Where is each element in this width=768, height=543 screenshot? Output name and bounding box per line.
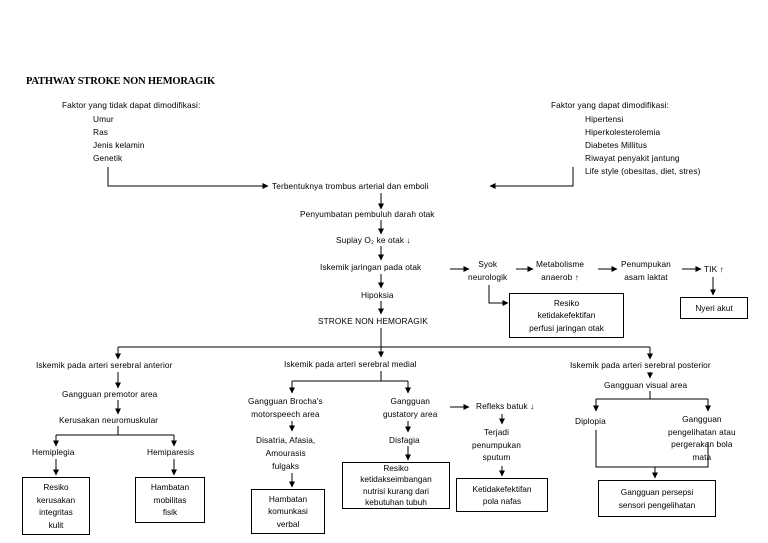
o2-supply-node: Suplay O₂ ke otak ↓ [336, 235, 411, 245]
diplopia-node: Diplopia [575, 416, 606, 426]
neuromuscular-node: Kerusakan neuromuskular [59, 415, 159, 425]
sensory-perception-box: Gangguan persepsi sensori pengelihatan [598, 480, 716, 517]
tik-node: TIK ↑ [704, 264, 724, 274]
dysphagia-node: Disfagia [389, 435, 420, 445]
gustatory-node: Gangguan gustatory area [383, 396, 438, 419]
premotor-node: Gangguan premotor area [62, 389, 158, 399]
brocha-node: Gangguan Brocha's motorspeech area [248, 396, 323, 419]
fixed-factors-heading: Faktor yang tidak dapat dimodifikasi: [62, 100, 201, 110]
disatria-node: Disatria, Afasia, Amourasis fulgaks [256, 435, 316, 471]
modifiable-factors-list: Hipertensi Hiperkolesterolemia Diabetes … [585, 113, 700, 178]
factor-item: Genetik [93, 153, 123, 163]
factor-item: Jenis kelamin [93, 140, 145, 150]
anterior-header: Iskemik pada arteri serebral anterior [36, 360, 173, 370]
visual-area-node: Gangguan visual area [604, 380, 688, 390]
thrombus-node: Terbentuknya trombus arterial dan emboli [272, 181, 429, 191]
stroke-node: STROKE NON HEMORAGIK [318, 316, 428, 326]
arrow-fixed-factors [107, 167, 269, 189]
lactate-node: Penumpukan asam laktat [621, 259, 671, 282]
arrow-to-perfusion [488, 285, 509, 306]
breathing-pattern-box: Ketidakefektifan pola nafas [456, 478, 548, 512]
hypoxia-node: Hipoksia [361, 290, 394, 300]
mobility-box: Hambatan mobilitas fisik [135, 477, 205, 523]
factor-item: Life style (obesitas, diet, stres) [585, 166, 701, 176]
page-title: PATHWAY STROKE NON HEMORAGIK [26, 76, 215, 87]
perfusion-box: Resiko ketidakefektifan perfusi jaringan… [509, 293, 624, 338]
factor-item: Hipertensi [585, 114, 624, 124]
factor-item: Riwayat penyakit jantung [585, 153, 680, 163]
hemiplegia-node: Hemiplegia [32, 447, 75, 457]
medial-header: Iskemik pada arteri serebral medial [284, 359, 417, 369]
occlusion-node: Penyumbatan pembuluh darah otak [300, 209, 435, 219]
nutrition-box: Resiko ketidakseimbangan nutrisi kurang … [342, 462, 450, 509]
line-posterior-split [596, 391, 708, 400]
line-posterior-join [595, 430, 709, 468]
skin-integrity-box: Resiko kerusakan integritas kulit [22, 477, 90, 535]
line-anterior-split [55, 426, 175, 446]
fixed-factors-list: Umur Ras Jenis kelamin Genetik [93, 113, 145, 165]
factor-item: Ras [93, 127, 109, 137]
line-medial-split [292, 371, 408, 382]
sputum-node: Terjadi penumpukan sputum [472, 427, 521, 462]
cough-node: Refleks batuk ↓ [476, 401, 535, 411]
ischemia-node: Iskemik jaringan pada otak [320, 262, 422, 272]
arrow-modifiable-factors [489, 167, 574, 189]
vision-disorder-node: Gangguan pengelihatan atau pergerakan bo… [668, 414, 736, 462]
factor-item: Diabetes Millitus [585, 140, 648, 150]
shock-node: Syok neurologik [468, 259, 508, 282]
posterior-header: Iskemik pada arteri serebral posterior [570, 360, 711, 370]
hemiparesis-node: Hemiparesis [147, 447, 195, 457]
pain-box: Nyeri akut [680, 297, 748, 319]
modifiable-factors-heading: Faktor yang dapat dimodifikasi: [551, 100, 669, 110]
verbal-communication-box: Hambatan komunkasi verbal [251, 489, 325, 534]
factor-item: Hiperkolesterolemia [585, 127, 661, 137]
factor-item: Umur [93, 114, 114, 124]
metabolism-node: Metabolisme anaerob ↑ [536, 259, 585, 282]
